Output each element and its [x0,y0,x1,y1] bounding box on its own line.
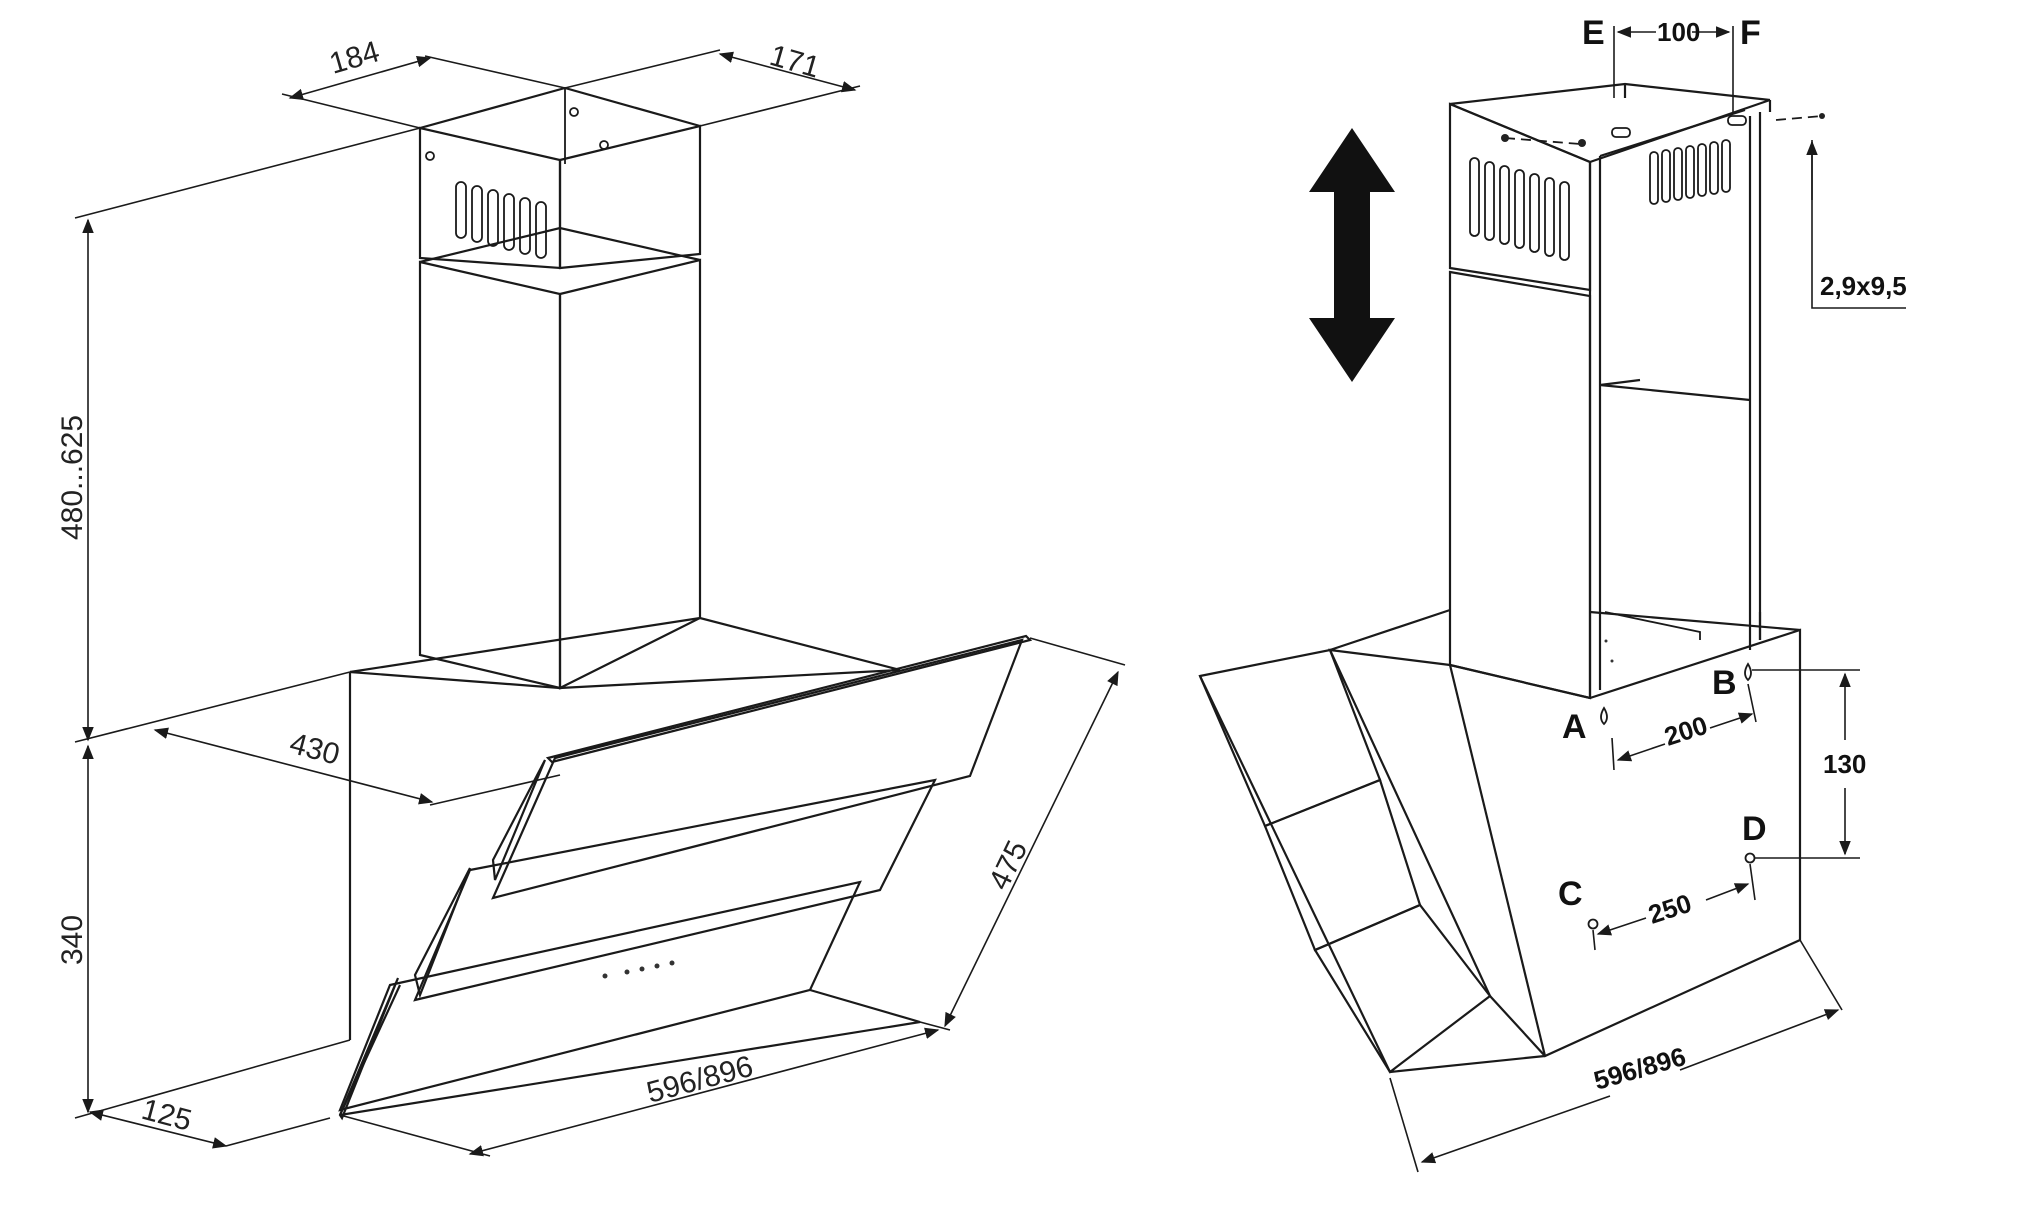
telescopic-adjustment-arrow [1309,128,1395,382]
point-C-label: C [1558,875,1583,913]
right-chimney-lower [1448,270,1762,700]
dim-171-label: 171 [766,39,823,85]
right-chimney-upper [1448,102,1746,292]
left-vent-slots [455,181,547,259]
dim-screw-label: 2,9x9,5 [1820,271,1907,301]
point-A-label: A [1562,708,1587,746]
right-hood-body [1328,608,1802,1058]
dim-430-label: 430 [286,727,343,772]
dim-596-896-left-label: 596/896 [643,1050,756,1110]
dim-125-label: 125 [138,1093,195,1138]
dim-250-label: 250 [1645,888,1696,930]
dim-340-label: 340 [56,915,89,965]
right-vent-slots-front [1469,157,1570,261]
point-F-label: F [1740,14,1761,52]
right-vent-slots-back [1649,139,1731,205]
right-glass-panels [1198,648,1546,1074]
dim-475-label: 475 [983,836,1035,895]
left-dimensions: 184 171 480...625 340 430 475 596/896 12… [56,35,1126,1157]
left-chimney-upper [418,86,702,270]
right-mounting-bracket [1449,82,1825,698]
left-glass-panels [338,634,1033,1121]
dim-200-label: 200 [1661,710,1712,752]
point-B-label: B [1712,664,1737,702]
point-D-label: D [1742,810,1767,848]
right-dimensions: 100 2,9x9,5 200 130 250 596/896 [1389,17,1907,1173]
dim-100-label: 100 [1657,17,1700,47]
left-control-buttons [602,960,675,979]
left-chimney-lower [418,226,702,690]
dim-596-896-right-label: 596/896 [1590,1041,1689,1096]
point-E-label: E [1582,14,1605,52]
dim-130-label: 130 [1823,749,1866,779]
left-hood-drawing [338,86,1033,1121]
dim-480-625-label: 480...625 [56,415,89,540]
right-hood-drawing: A B C D E F [1198,14,1825,1074]
